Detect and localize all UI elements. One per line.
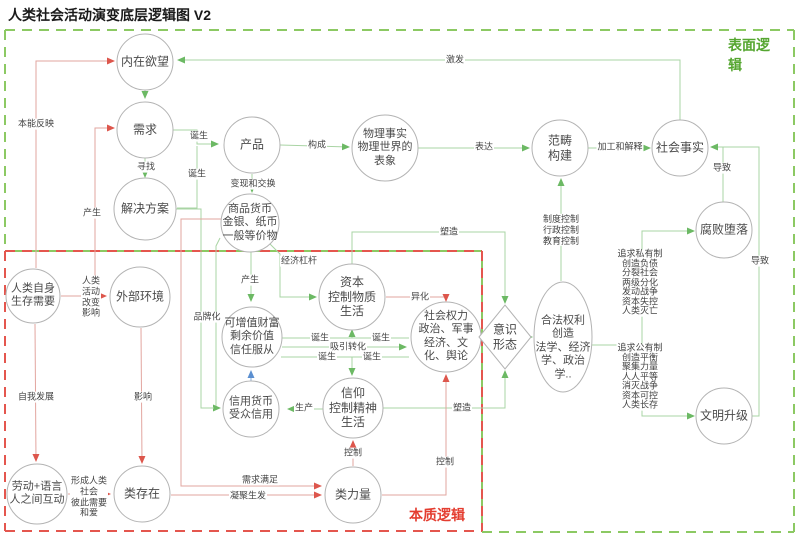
- edge-label-cohesion: 凝聚生发: [228, 490, 268, 502]
- node-physical-facts[interactable]: [351, 114, 419, 182]
- node-ideology[interactable]: [478, 304, 532, 370]
- edge-solution-credit: [176, 208, 214, 409]
- edge-shape-top: [351, 231, 509, 304]
- node-legal-rights[interactable]: [533, 281, 593, 393]
- node-label-category-construction: 范畴 构建: [547, 133, 573, 162]
- edge-stimulate: [177, 56, 681, 120]
- edge-label-demand-satisfy: 需求满足: [240, 474, 280, 486]
- node-commodity-money[interactable]: [220, 193, 280, 253]
- node-label-demand: 需求: [132, 122, 158, 137]
- node-civilization-upgrade[interactable]: [695, 387, 753, 445]
- edge-label-birth-d: 诞生: [361, 351, 383, 363]
- node-label-inner-desire: 内在欲望: [120, 54, 170, 69]
- node-label-commodity-money: 商品货币 金银、纸币 一般等价物: [222, 202, 278, 242]
- edge-label-production: 生产: [293, 402, 315, 414]
- node-label-capital: 资本 控制物质 生活: [327, 275, 377, 319]
- edge-label-alienation: 异化: [409, 291, 431, 303]
- node-label-civilization-upgrade: 文明升级: [699, 408, 749, 423]
- edge-solution-product: [177, 146, 198, 209]
- surface-region-label: 表面逻辑: [728, 37, 770, 73]
- edge-label-seek: 寻找: [135, 161, 157, 173]
- edge-branding: [213, 237, 221, 412]
- edge-label-branding: 品牌化: [192, 311, 222, 323]
- diagram-title: 人类社会活动演变底层逻辑图 V2: [8, 7, 212, 23]
- edge-label-express: 表达: [473, 141, 495, 153]
- node-species-power[interactable]: [324, 466, 382, 524]
- node-label-species-being: 类存在: [123, 486, 161, 501]
- edge-label-form-society: 形成人类 社会 彼此需要 和爱: [69, 475, 109, 519]
- edge-label-control-power: 控制: [434, 456, 456, 468]
- node-inner-desire[interactable]: [116, 33, 174, 91]
- node-label-surplus-value: 可增值财富 剩余价值 信任服从: [224, 316, 280, 356]
- private-path-list: 追求私有制 创造负债 分裂社会 两级分化 发动战争 资本失控 人类灭亡: [616, 248, 664, 317]
- edge-economic-lever: [269, 243, 317, 301]
- edge-label-stimulate: 激发: [444, 54, 466, 66]
- edge-alienation: [386, 294, 450, 302]
- edge-label-birth1: 诞生: [188, 130, 210, 142]
- node-social-facts[interactable]: [651, 119, 709, 177]
- node-belief[interactable]: [322, 377, 384, 439]
- edge-instinct: [35, 57, 115, 268]
- node-label-belief: 信仰 控制精神 生活: [328, 386, 378, 430]
- edge-generate-demand: [94, 124, 115, 296]
- edge-label-controls: 制度控制 行政控制 教育控制: [541, 213, 581, 247]
- node-label-legal-rights: 合法权利 创造 法学、经济 学、政治 学..: [535, 314, 591, 381]
- node-human-survival[interactable]: [5, 268, 61, 324]
- node-corruption[interactable]: [695, 201, 753, 259]
- edge-label-lead-to-social: 导致: [749, 255, 771, 267]
- edge-label-birth-b: 诞生: [370, 332, 392, 344]
- edge-control-power: [382, 374, 450, 496]
- edge-label-birth2: 诞生: [186, 168, 208, 180]
- edge-label-influence: 影响: [132, 391, 154, 403]
- edge-lead-corruption: [710, 143, 724, 202]
- node-category-construction[interactable]: [531, 119, 589, 177]
- edge-label-constitute: 构成: [306, 139, 328, 151]
- node-label-species-power: 类力量: [334, 487, 372, 502]
- node-label-corruption: 腐败堕落: [699, 222, 749, 237]
- edge-label-generate: 产生: [81, 207, 103, 219]
- node-label-social-power: 社会权力 政治、军事 经济、文 化、舆论: [418, 310, 474, 363]
- node-label-physical-facts: 物理事实 物理世界的 表象: [357, 127, 413, 167]
- surface-region-border: [4, 29, 795, 533]
- node-product[interactable]: [223, 116, 281, 174]
- edge-label-shape-top: 塑造: [438, 226, 460, 238]
- node-labor-language[interactable]: [6, 463, 68, 525]
- edge-label-birth-c: 诞生: [316, 351, 338, 363]
- edge-label-instinct: 本能反映: [16, 118, 56, 130]
- node-label-labor-language: 劳动+语言 人之间互动: [9, 480, 65, 506]
- node-label-human-survival: 人类自身 生存需要: [11, 282, 55, 308]
- edge-label-birth-a: 诞生: [309, 332, 331, 344]
- node-label-social-facts: 社会事实: [655, 140, 705, 155]
- essence-border-green-overlay: [5, 250, 483, 531]
- edge-shape-bottom: [383, 370, 509, 409]
- edge-label-control-belief: 控制: [342, 447, 364, 459]
- edge-lead-civilization: [721, 146, 760, 417]
- node-label-product: 产品: [239, 137, 265, 152]
- edge-label-process-interpret: 加工和解释: [596, 141, 644, 153]
- node-demand[interactable]: [116, 101, 174, 159]
- edge-demand-satisfy: [180, 218, 322, 490]
- node-label-solution: 解决方案: [120, 201, 170, 216]
- public-path-list: 追求公有制 创造平衡 聚集力量 人人平等 消灭战争 资本可控 人类长存: [616, 342, 664, 411]
- node-capital[interactable]: [318, 263, 386, 331]
- edge-label-monetize: 变现和交换: [229, 178, 277, 190]
- edge-label-shape-bottom: 塑造: [451, 402, 473, 414]
- node-surplus-value[interactable]: [221, 306, 283, 368]
- essence-region-label: 本质逻辑: [409, 507, 465, 523]
- edge-label-produce: 产生: [239, 274, 261, 286]
- node-solution[interactable]: [113, 177, 177, 241]
- edge-label-lead-to-corruption: 导致: [711, 162, 733, 174]
- node-credit-money[interactable]: [222, 380, 280, 438]
- edge-label-human-activity: 人类 活动 改变 影响: [80, 275, 102, 319]
- edge-label-self-develop: 自我发展: [16, 391, 56, 403]
- edge-label-economic-lever: 经济杠杆: [279, 255, 319, 267]
- node-species-being[interactable]: [113, 465, 171, 523]
- node-label-external-env: 外部环境: [115, 289, 165, 304]
- node-external-env[interactable]: [109, 266, 171, 328]
- node-label-credit-money: 信用货币 受众信用: [229, 395, 273, 421]
- node-label-ideology: 意识 形态: [492, 322, 518, 351]
- edge-label-attract: 吸引转化: [328, 341, 368, 353]
